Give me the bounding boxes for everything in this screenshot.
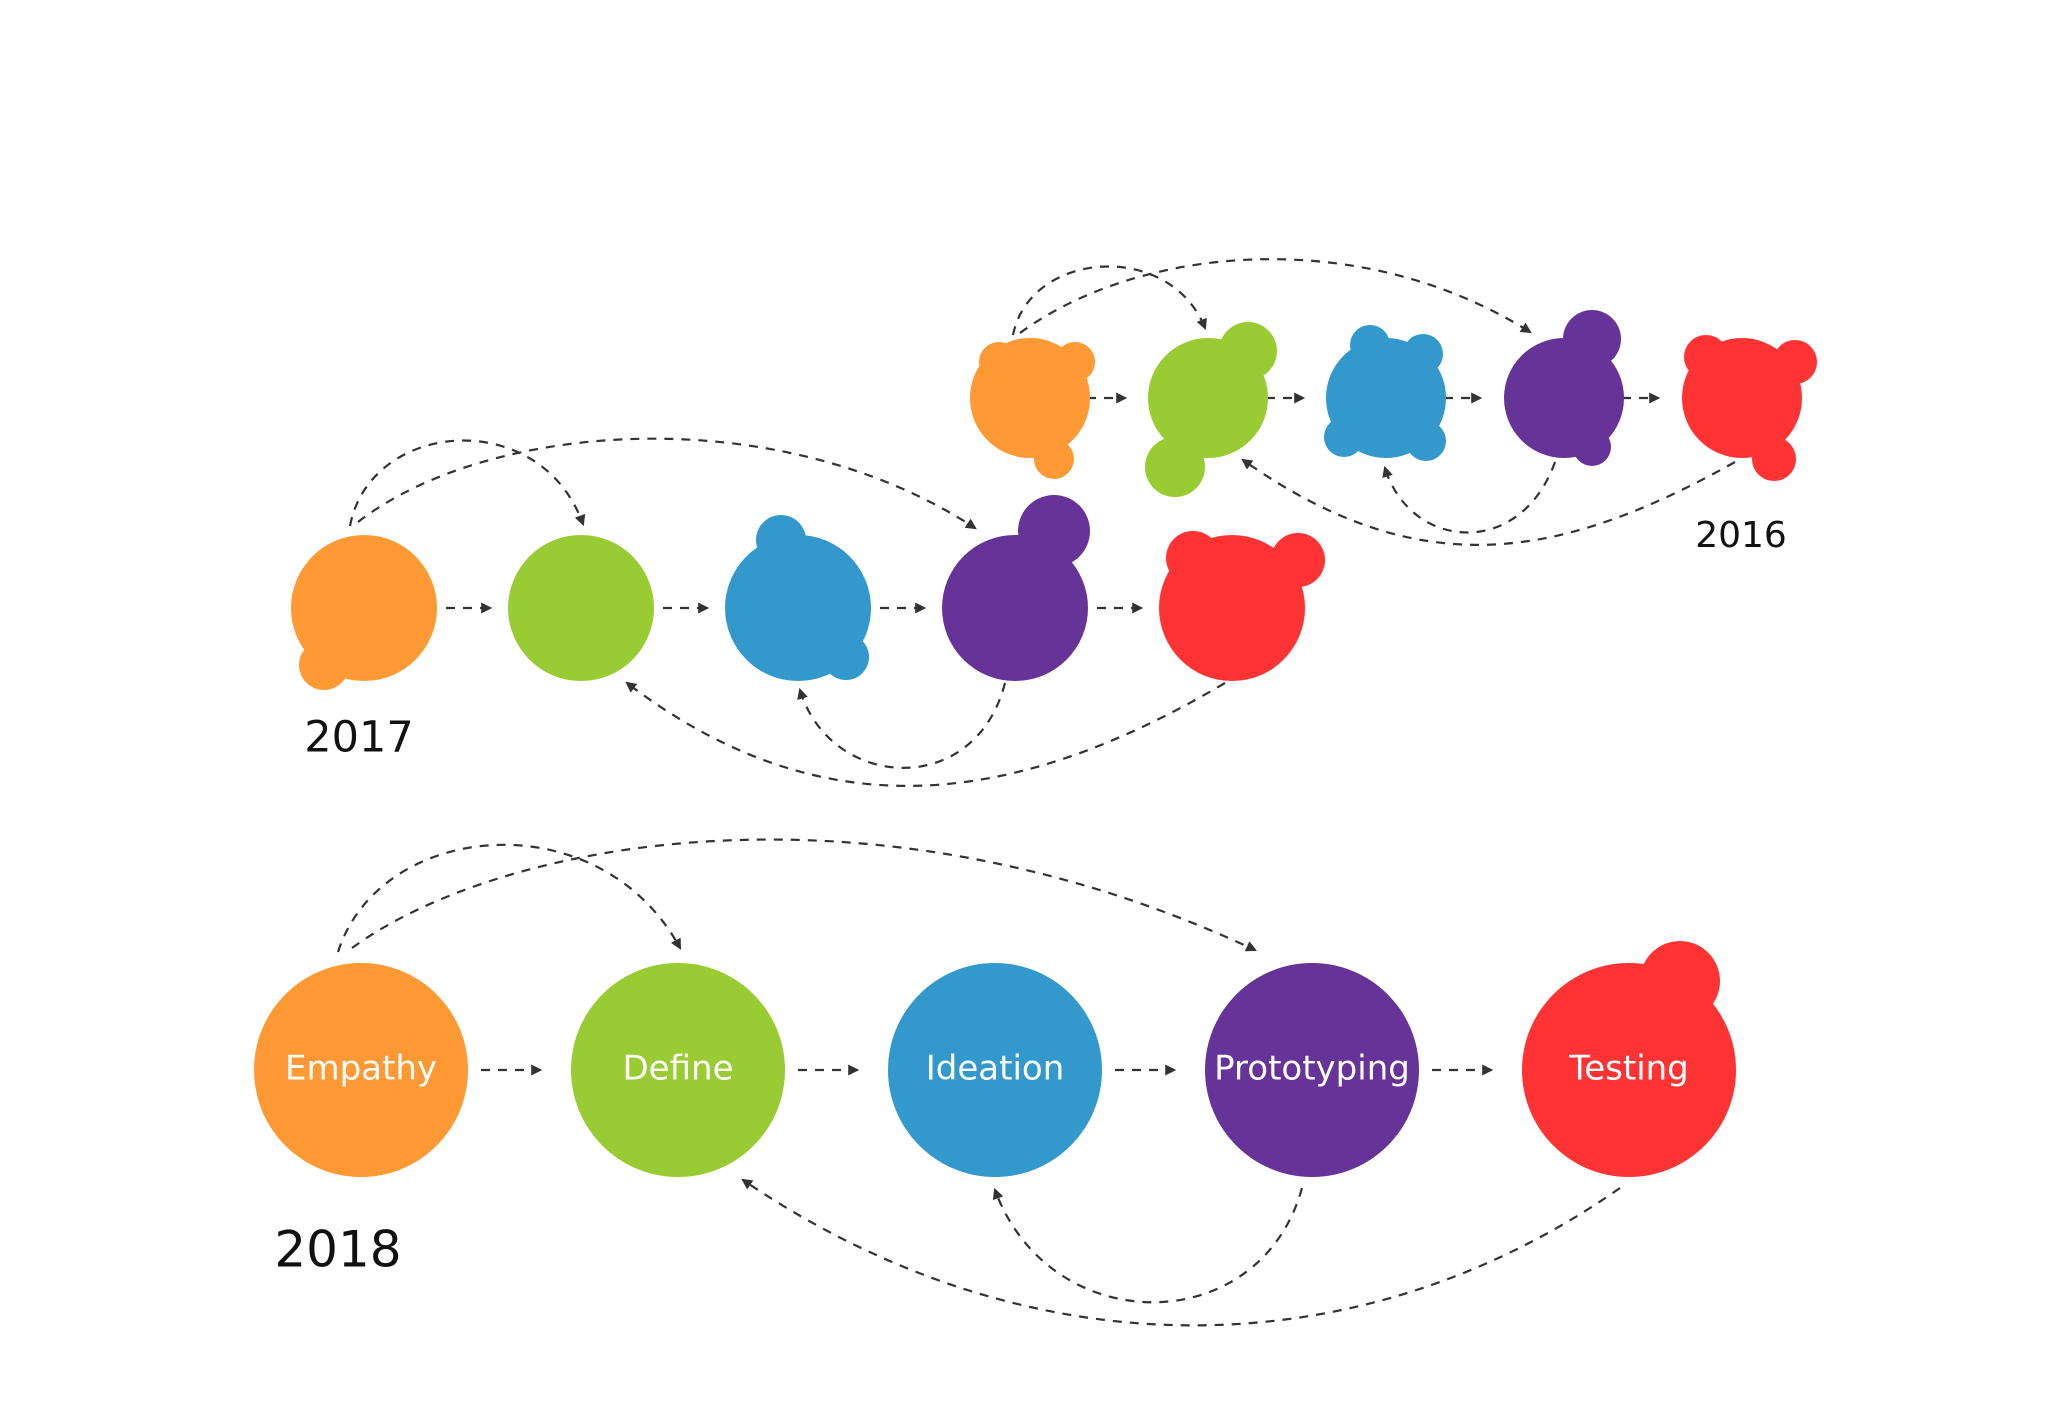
loop-2017-empathy-prototyping xyxy=(357,437,977,530)
loop-2016-empathy-define xyxy=(1011,265,1207,336)
loop-2016-prototyping-ideation xyxy=(1382,461,1557,534)
stage-2017-define xyxy=(508,535,654,681)
stage-2018-testing: Testing xyxy=(1522,941,1736,1177)
stage-2017-ideation xyxy=(725,515,871,681)
row-2016: 2016 xyxy=(970,258,1817,556)
stage-2017-empathy xyxy=(291,535,437,690)
connectors-2017 xyxy=(348,437,1226,787)
loop-2017-testing-define xyxy=(625,681,1226,787)
row-2018: Empathy Define Ideation Prototyping Test… xyxy=(254,838,1736,1327)
stage-2016-empathy xyxy=(970,338,1095,479)
loop-2016-empathy-prototyping xyxy=(1019,258,1532,334)
stage-label-define: Define xyxy=(623,1049,734,1089)
stage-2018-prototyping: Prototyping xyxy=(1205,963,1419,1177)
stage-2016-define xyxy=(1145,322,1277,497)
row-2017: 2017 xyxy=(291,437,1325,787)
stage-label-ideation: Ideation xyxy=(926,1049,1065,1089)
stage-2016-ideation xyxy=(1324,325,1446,461)
stage-label-prototyping: Prototyping xyxy=(1214,1049,1410,1089)
loop-2018-empathy-define xyxy=(336,843,682,953)
connectors-2018 xyxy=(336,838,1621,1327)
stage-2017-testing xyxy=(1159,531,1325,681)
stage-label-empathy: Empathy xyxy=(285,1049,437,1089)
year-label-2017: 2017 xyxy=(304,713,413,763)
stage-2018-ideation: Ideation xyxy=(888,963,1102,1177)
connectors-2016 xyxy=(1011,258,1736,546)
year-label-2018: 2018 xyxy=(274,1221,401,1279)
year-label-2016: 2016 xyxy=(1695,515,1787,556)
stage-2018-define: Define xyxy=(571,963,785,1177)
loop-2018-empathy-prototyping xyxy=(351,838,1257,952)
stage-2017-prototyping xyxy=(942,495,1090,681)
stage-2016-prototyping xyxy=(1504,310,1624,466)
loop-2016-testing-define xyxy=(1241,458,1736,546)
stage-2016-testing xyxy=(1682,335,1817,481)
loop-2018-testing-define xyxy=(741,1178,1621,1327)
loop-2017-prototyping-ideation xyxy=(797,682,1007,769)
loop-2018-prototyping-ideation xyxy=(992,1187,1304,1304)
stage-2018-empathy: Empathy xyxy=(254,963,468,1177)
loop-2017-empathy-define xyxy=(348,439,586,527)
stage-label-testing: Testing xyxy=(1568,1049,1689,1089)
